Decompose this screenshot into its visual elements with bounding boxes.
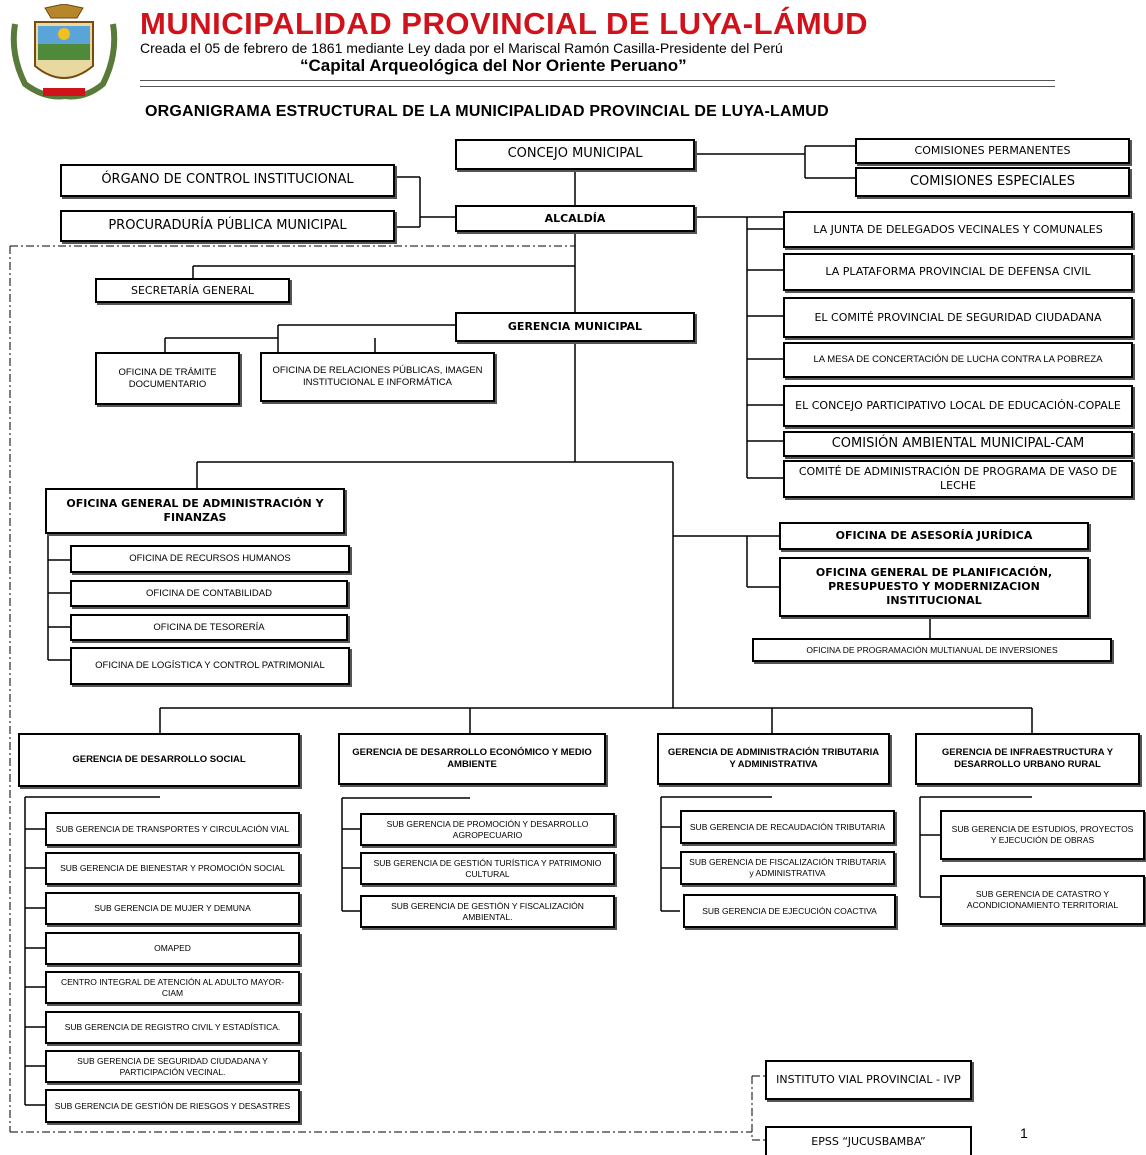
sub-gerencia-box: SUB GERENCIA DE BIENESTAR Y PROMOCIÓN SO… (45, 852, 300, 885)
alcaldia-box: ALCALDÍA (455, 205, 695, 232)
coordination-box: COMITÉ DE ADMINISTRACIÓN DE PROGRAMA DE … (783, 460, 1133, 498)
sub-gerencia-box: SUB GERENCIA DE REGISTRO CIVIL Y ESTADÍS… (45, 1011, 300, 1044)
epss-box: EPSS “JUCUSBAMBA” (765, 1126, 972, 1155)
sub-gerencia-box: SUB GERENCIA DE SEGURIDAD CIUDADANA Y PA… (45, 1050, 300, 1083)
secretaria-general-box: SECRETARÍA GENERAL (95, 278, 290, 303)
slogan: “Capital Arqueológica del Nor Oriente Pe… (300, 56, 687, 75)
header-rule (140, 86, 1055, 87)
sub-gerencia-box: SUB GERENCIA DE MUJER Y DEMUNA (45, 892, 300, 925)
foundation-subtitle: Creada el 05 de febrero de 1861 mediante… (140, 40, 783, 56)
comisiones-especiales-box: COMISIONES ESPECIALES (855, 167, 1130, 197)
sub-gerencia-box: SUB GERENCIA DE GESTIÓN DE RIESGOS Y DES… (45, 1089, 300, 1123)
administracion-finanzas-box: OFICINA GENERAL DE ADMINISTRACIÓN Y FINA… (45, 488, 345, 534)
coordination-box: EL CONCEJO PARTICIPATIVO LOCAL DE EDUCAC… (783, 385, 1133, 427)
sub-gerencia-box: SUB GERENCIA DE CATASTRO Y ACONDICIONAMI… (940, 875, 1145, 925)
sub-gerencia-box: SUB GERENCIA DE RECAUDACIÓN TRIBUTARIA (680, 810, 895, 844)
concejo-municipal-box: CONCEJO MUNICIPAL (455, 139, 695, 170)
coordination-box: COMISIÓN AMBIENTAL MUNICIPAL-CAM (783, 431, 1133, 457)
gerencia-desarrollo-social-box: GERENCIA DE DESARROLLO SOCIAL (18, 733, 300, 787)
asesoria-juridica-box: OFICINA DE ASESORÍA JURÍDICA (779, 522, 1089, 550)
gerencia-municipal-box: GERENCIA MUNICIPAL (455, 312, 695, 342)
gerencia-tributaria-box: GERENCIA DE ADMINISTRACIÓN TRIBUTARIA Y … (657, 733, 890, 785)
page-number: 1 (1020, 1125, 1028, 1141)
planificacion-box: OFICINA GENERAL DE PLANIFICACIÓN, PRESUP… (779, 557, 1089, 617)
sub-gerencia-box: SUB GERENCIA DE FISCALIZACIÓN TRIBUTARIA… (680, 851, 895, 885)
gerencia-desarrollo-economico-box: GERENCIA DE DESARROLLO ECONÓMICO Y MEDIO… (338, 733, 606, 785)
comisiones-permanentes-box: COMISIONES PERMANENTES (855, 138, 1130, 164)
header-rule (140, 80, 1055, 81)
sub-gerencia-box: SUB GERENCIA DE EJECUCIÓN COACTIVA (683, 894, 896, 928)
admin-unit-box: OFICINA DE CONTABILIDAD (70, 580, 348, 607)
relaciones-publicas-box: OFICINA DE RELACIONES PÚBLICAS, IMAGEN I… (260, 352, 495, 402)
admin-unit-box: OFICINA DE RECURSOS HUMANOS (70, 545, 350, 573)
coordination-box: LA MESA DE CONCERTACIÓN DE LUCHA CONTRA … (783, 342, 1133, 378)
org-chart-title: ORGANIGRAMA ESTRUCTURAL DE LA MUNICIPALI… (145, 103, 829, 120)
gerencia-infraestructura-box: GERENCIA DE INFRAESTRUCTURA Y DESARROLLO… (915, 733, 1140, 785)
sub-gerencia-box: SUB GERENCIA DE PROMOCIÓN Y DESARROLLO A… (360, 813, 615, 846)
sub-gerencia-box: SUB GERENCIA DE ESTUDIOS, PROYECTOS Y EJ… (940, 810, 1145, 860)
ivp-box: INSTITUTO VIAL PROVINCIAL - IVP (765, 1060, 972, 1100)
tramite-documentario-box: OFICINA DE TRÁMITE DOCUMENTARIO (95, 352, 240, 405)
sub-gerencia-box: SUB GERENCIA DE TRANSPORTES Y CIRCULACIÓ… (45, 812, 300, 846)
control-institucional-box: ÓRGANO DE CONTROL INSTITUCIONAL (60, 164, 395, 197)
sub-gerencia-box: OMAPED (45, 932, 300, 965)
procuraduria-box: PROCURADURÍA PÚBLICA MUNICIPAL (60, 210, 395, 242)
coordination-box: LA PLATAFORMA PROVINCIAL DE DEFENSA CIVI… (783, 253, 1133, 291)
municipal-coat-of-arms-icon (10, 4, 118, 100)
programacion-inversiones-box: OFICINA DE PROGRAMACIÓN MULTIANUAL DE IN… (752, 638, 1112, 662)
admin-unit-box: OFICINA DE LOGÍSTICA Y CONTROL PATRIMONI… (70, 647, 350, 685)
admin-unit-box: OFICINA DE TESORERÍA (70, 614, 348, 641)
coordination-box: EL COMITÉ PROVINCIAL DE SEGURIDAD CIUDAD… (783, 297, 1133, 338)
coordination-box: LA JUNTA DE DELEGADOS VECINALES Y COMUNA… (783, 211, 1133, 248)
sub-gerencia-box: CENTRO INTEGRAL DE ATENCIÓN AL ADULTO MA… (45, 971, 300, 1004)
sub-gerencia-box: SUB GERENCIA DE GESTIÓN Y FISCALIZACIÓN … (360, 895, 615, 928)
sub-gerencia-box: SUB GERENCIA DE GESTIÓN TURÍSTICA Y PATR… (360, 852, 615, 885)
municipality-title: MUNICIPALIDAD PROVINCIAL DE LUYA-LÁMUD (140, 6, 868, 41)
